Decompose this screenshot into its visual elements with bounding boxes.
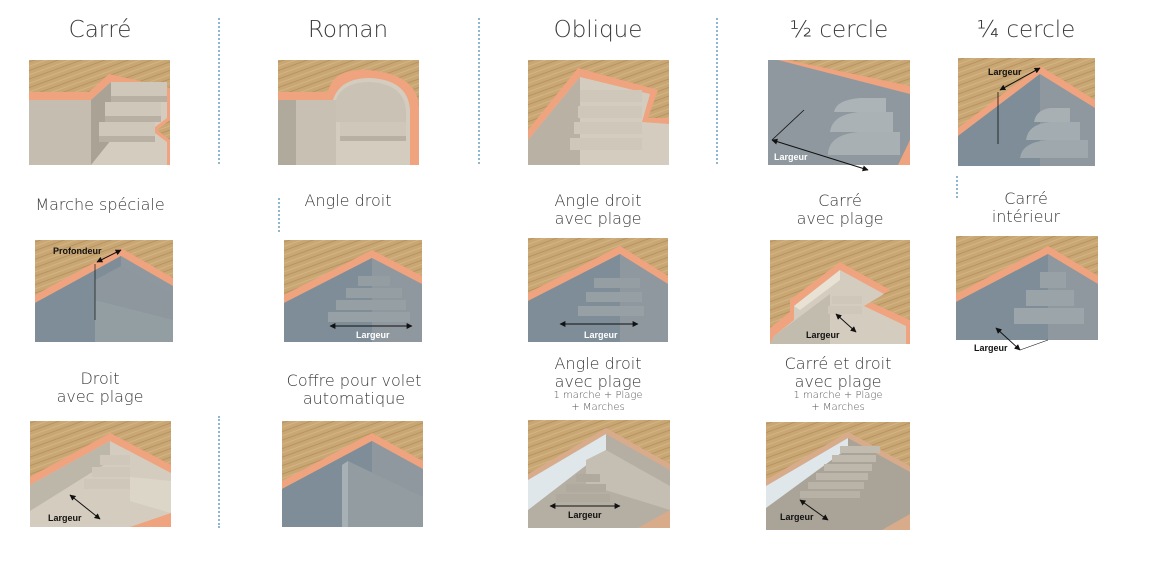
stair-image-angle-droit-plage: Largeur [528, 238, 668, 342]
separator [218, 416, 220, 528]
title-angle-droit-plage-marches: Angle droit avec plage 1 marche + Plage … [528, 355, 668, 414]
measure-label: Largeur [356, 330, 390, 340]
title-line: automatique [302, 388, 406, 408]
title-line: avec plage [554, 208, 642, 228]
measure-label: Largeur [568, 510, 602, 520]
title-carre-interieur: Carré intérieur [956, 190, 1096, 225]
stair-image-angle-droit: Largeur [284, 240, 422, 342]
measure-label: Largeur [48, 513, 82, 523]
measure-label: Largeur [806, 330, 840, 340]
measure-label: Largeur [974, 343, 1008, 353]
measure-label: Largeur [780, 512, 814, 522]
stair-image-roman [278, 60, 419, 165]
measure-label: Largeur [988, 67, 1022, 77]
stair-image-oblique [528, 60, 669, 165]
stair-image-carre-plage: Largeur [770, 240, 910, 344]
title-line: Angle droit [554, 191, 642, 210]
stair-image-carre-droit-plage-marches: Largeur [766, 422, 910, 530]
title-line: intérieur [991, 206, 1061, 226]
title-line: Carré et droit [784, 354, 892, 373]
title-roman: Roman [307, 17, 389, 43]
measure-label: Largeur [774, 152, 808, 162]
title-carre-plage: Carré avec plage [770, 192, 910, 227]
stair-image-carre [29, 60, 170, 165]
title-droit-plage: Droit avec plage [30, 370, 170, 405]
stair-image-coffre-volet [282, 421, 423, 527]
separator [956, 176, 958, 198]
title-line: Droit [80, 369, 120, 388]
title-line: avec plage [794, 371, 882, 391]
title-carre-droit-plage-marches: Carré et droit avec plage 1 marche + Pla… [766, 355, 910, 414]
title-demi-cercle: ½ cercle [789, 17, 889, 43]
title-angle-droit-plage: Angle droit avec plage [528, 192, 668, 227]
subtitle-line: 1 marche + Plage [553, 390, 643, 402]
title-line: avec plage [796, 208, 884, 228]
stair-image-carre-interieur: Largeur [956, 236, 1098, 356]
title-line: avec plage [554, 371, 642, 391]
title-line: avec plage [56, 386, 144, 406]
stair-image-angle-droit-plage-marches: Largeur [528, 420, 670, 528]
title-line: Coffre pour volet [286, 371, 422, 390]
subtitle-line: 1 marche + Plage [793, 390, 883, 402]
stair-image-quart-cercle: Largeur [958, 58, 1095, 166]
title-coffre-volet: Coffre pour volet automatique [284, 372, 424, 407]
title-carre: Carré [68, 17, 132, 43]
stair-image-demi-cercle: Largeur [768, 60, 910, 172]
title-line: Carré [818, 191, 862, 210]
title-angle-droit: Angle droit [304, 191, 392, 210]
subtitle-line: + Marches [571, 402, 625, 414]
stair-image-marche-speciale: Profondeur [35, 240, 173, 342]
title-oblique: Oblique [553, 17, 643, 43]
title-quart-cercle: ¼ cercle [976, 17, 1076, 43]
separator [478, 18, 480, 164]
measure-label: Largeur [584, 330, 618, 340]
subtitle-line: + Marches [811, 402, 865, 414]
separator [716, 18, 718, 164]
title-line: Angle droit [554, 354, 642, 373]
title-line: Carré [1004, 189, 1048, 208]
stair-image-droit-plage: Largeur [30, 421, 171, 527]
separator [278, 198, 280, 232]
title-marche-speciale: Marche spéciale [35, 195, 165, 214]
separator [218, 18, 220, 164]
measure-label: Profondeur [53, 246, 102, 256]
